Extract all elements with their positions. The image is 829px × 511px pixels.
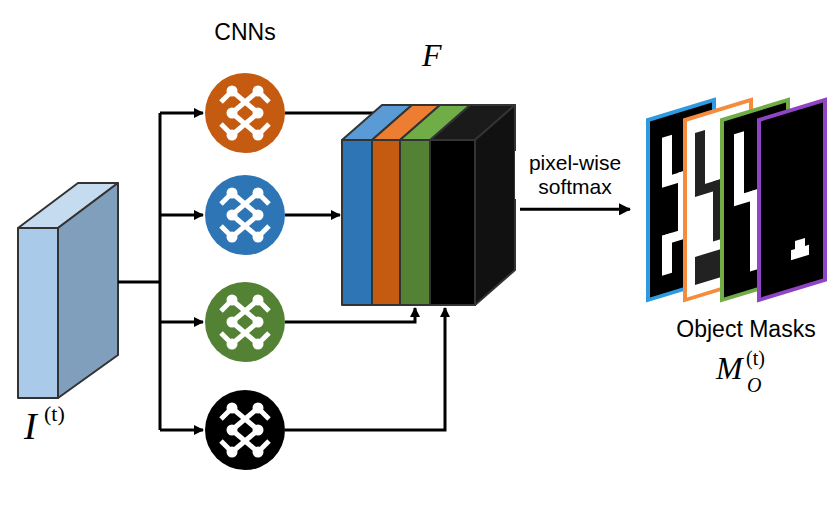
svg-rect [342, 140, 372, 305]
node-text: (t) [746, 347, 765, 369]
svg-rect [18, 228, 58, 398]
svg-rect [662, 233, 672, 276]
split-wires [118, 113, 203, 430]
svg-rect [372, 140, 400, 305]
mask-sheets [648, 100, 825, 300]
svg-circle [205, 175, 285, 255]
svg-use [221, 403, 269, 458]
svg-rect [791, 245, 809, 261]
svg-use [221, 188, 269, 243]
svg-line [160, 429, 203, 432]
svg-polyline [285, 308, 415, 322]
svg-circle [205, 390, 285, 470]
group-label: CNNs [214, 20, 275, 45]
svg-line [160, 214, 203, 217]
feature-stack [342, 105, 515, 305]
edge-label: pixel-wise softmax [515, 151, 635, 199]
feature-node: F [338, 38, 520, 310]
node-text: I [24, 406, 37, 448]
input-block [18, 183, 118, 398]
input-node: I (t) [10, 180, 125, 465]
svg-polygon [58, 183, 118, 398]
svg-line [285, 214, 340, 217]
svg-polygon [400, 105, 470, 140]
svg-g [759, 100, 825, 300]
svg-rect [430, 140, 475, 305]
mask-node: Object MasksM(t) O [630, 85, 825, 410]
cnn-circles [205, 73, 285, 470]
node-text: O [747, 374, 761, 396]
svg-polyline [285, 308, 445, 430]
svg-polygon [475, 105, 515, 305]
svg-rect [734, 131, 744, 204]
svg-line [160, 321, 203, 324]
node-text: Object Masks [676, 317, 815, 342]
node-text: M [716, 351, 743, 386]
svg-use [221, 86, 269, 141]
svg-line [159, 113, 162, 430]
svg-line [118, 281, 160, 284]
arrow-connector [520, 208, 630, 211]
svg-rect [695, 130, 705, 193]
svg-circle [205, 73, 285, 153]
svg-use [221, 295, 269, 350]
svg-rect [759, 100, 825, 300]
merge-wires [285, 113, 445, 430]
svg-circle [205, 282, 285, 362]
node-text: (t) [44, 402, 65, 426]
svg-rect [400, 140, 430, 305]
svg-line [160, 112, 203, 115]
node-text: F [422, 38, 442, 73]
